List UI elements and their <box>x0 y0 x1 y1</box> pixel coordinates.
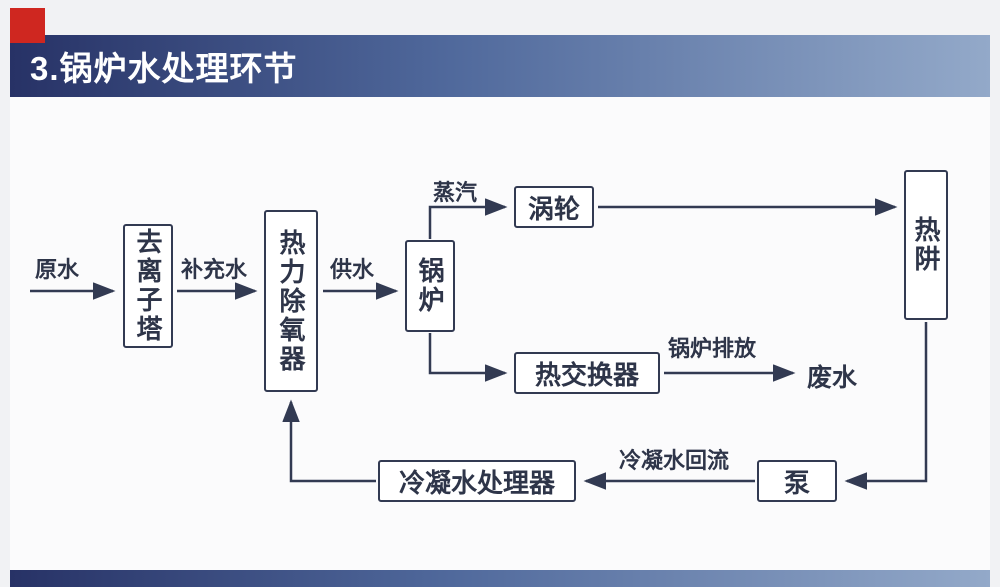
arrow-heatsink-to-pump <box>844 322 928 490</box>
node-boiler: 锅炉 <box>405 240 455 332</box>
node-heat-exchanger: 热交换器 <box>514 352 660 394</box>
node-deionizer: 去离子塔 <box>123 224 173 348</box>
label-condensate-return: 冷凝水回流 <box>619 448 730 473</box>
footer-bar <box>10 570 990 587</box>
label-feed-water: 供水 <box>330 257 375 282</box>
node-turbine: 涡轮 <box>514 186 594 228</box>
accent-square <box>10 8 45 43</box>
arrow-boiler-to-exchanger <box>428 333 508 382</box>
node-pump: 泵 <box>757 460 837 502</box>
arrow-condensate-to-deaerator <box>282 399 376 483</box>
node-deaerator: 热力除氧器 <box>264 210 318 392</box>
label-steam: 蒸汽 <box>433 180 478 205</box>
label-boiler-blowdown: 锅炉排放 <box>668 336 757 361</box>
label-makeup-water: 补充水 <box>181 257 248 282</box>
arrow-boiler-to-turbine <box>428 198 508 239</box>
label-raw-water: 原水 <box>35 257 80 282</box>
header-bar: 3.锅炉水处理环节 <box>10 35 990 97</box>
label-waste-water: 废水 <box>807 364 858 392</box>
node-heat-sink: 热阱 <box>904 170 948 320</box>
node-condensate-processor: 冷凝水处理器 <box>378 460 576 502</box>
page-title: 3.锅炉水处理环节 <box>30 50 298 87</box>
